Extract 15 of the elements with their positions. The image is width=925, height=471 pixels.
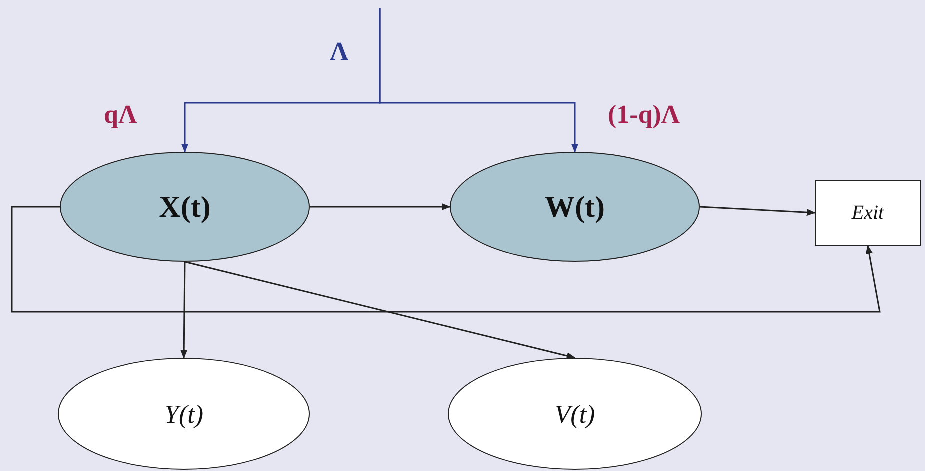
node-label: X(t): [159, 190, 211, 226]
rate-label: Λ: [330, 36, 349, 68]
node-label: W(t): [545, 190, 605, 226]
edge-label: qΛ: [104, 99, 138, 131]
edge-label: (1-q)Λ: [608, 99, 680, 131]
node-label: Y(t): [164, 398, 204, 430]
node-label: Exit: [852, 201, 884, 226]
arrow: [310, 203, 451, 211]
arrow: [11, 206, 881, 313]
arrow: [379, 8, 579, 153]
exit-box: [815, 180, 921, 246]
node-label: V(t): [554, 398, 596, 430]
arrow: [700, 206, 816, 216]
arrow: [184, 261, 576, 360]
arrow: [180, 262, 188, 359]
